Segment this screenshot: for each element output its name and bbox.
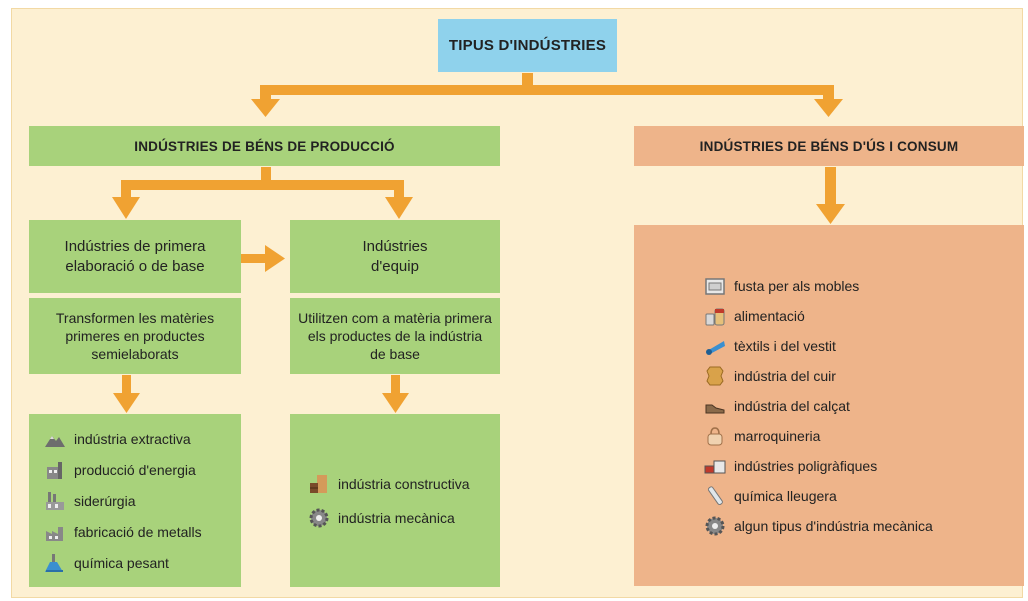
list-item-label: fabricació de metalls [74,523,202,540]
list-item: química lleugera [704,485,1024,507]
shoe-icon [704,395,726,417]
list-item: fusta per als mobles [704,275,1024,297]
equipment-desc-line1: Utilitzen com a matèria primera [298,310,492,326]
list-item: indústria constructiva [308,473,500,495]
list-item-label: producció d'energia [74,461,196,478]
base-industries-box: Indústries de primera elaboració o de ba… [29,220,241,293]
factory-icon [44,521,66,543]
list-item-label: indústria del cuir [734,367,836,384]
test-tube-icon [704,485,726,507]
equipment-desc-line3: de base [370,346,420,362]
base-description-box: Transformen les matèries primeres en pro… [29,298,241,374]
base-industries-list: indústria extractiva producció d'energia… [29,414,241,587]
arrow-equip-head [385,197,413,219]
equipment-industries-box: Indústries d'equip [290,220,500,293]
list-item: indústria mecànica [308,507,500,529]
list-item: indústries poligràfiques [704,455,1024,477]
list-item-label: química pesant [74,554,169,571]
equipment-desc-line2: els productes de la indústria [307,328,483,344]
drawer-icon [704,275,726,297]
arrow-base-list-head [113,393,140,413]
power-plant-icon [44,459,66,481]
arrow-left-stem [260,85,271,100]
base-title-line1: Indústries de primera [64,237,206,255]
list-item: química pesant [44,552,241,574]
arrow-left-head [251,99,280,117]
jars-icon [704,305,726,327]
list-item: siderúrgia [44,490,241,512]
arrow-prod-bar [121,180,404,190]
list-item-label: alimentació [734,307,805,324]
arrow-equip-stem [394,180,404,198]
arrow-equip-list-head [382,393,409,413]
list-item: alimentació [704,305,1024,327]
list-item: marroquineria [704,425,1024,447]
arrow-right-stem [823,85,834,100]
steel-mill-icon [44,490,66,512]
list-item: algun tipus d'indústria mecànica [704,515,1024,537]
arrow-right-head [814,99,843,117]
books-icon [704,455,726,477]
list-item-label: algun tipus d'indústria mecànica [734,517,933,534]
list-item-label: indústria extractiva [74,430,191,447]
base-desc-line2: primeres en productes [65,328,205,344]
bricks-icon [308,473,330,495]
equipment-description-box: Utilitzen com a matèria primera els prod… [290,298,500,374]
equipment-title-line1: Indústries [362,237,428,255]
list-item-label: química lleugera [734,487,837,504]
list-item: fabricació de metalls [44,521,241,543]
list-item-label: tèxtils i del vestit [734,337,836,354]
arrow-equip-list-stem [391,375,400,395]
root-title: TIPUS D'INDÚSTRIES [448,37,607,54]
mountain-icon [44,428,66,450]
arrow-consumer-head [816,204,845,224]
gear-icon [704,515,726,537]
arrow-root-stem [522,73,533,94]
list-item-label: fusta per als mobles [734,277,860,294]
arrow-root-bar [260,85,834,95]
arrow-base-to-equip-head [265,245,285,272]
equipment-title-line2: d'equip [371,257,419,275]
list-item-label: siderúrgia [74,492,136,509]
base-desc-line1: Transformen les matèries [55,310,215,326]
gear-icon [308,507,330,529]
arrow-base-list-stem [122,375,131,395]
list-item-label: indústria constructiva [338,475,470,492]
list-item: indústria del calçat [704,395,1024,417]
chemical-plant-icon [44,552,66,574]
arrow-consumer-stem [825,167,836,205]
base-title-line2: elaboració o de base [65,257,205,275]
list-item: producció d'energia [44,459,241,481]
list-item-label: indústria mecànica [338,509,455,526]
equipment-industries-list: indústria constructiva indústria mecànic… [290,414,500,587]
consumer-title: INDÚSTRIES DE BÉNS D'ÚS I CONSUM [699,138,959,154]
list-item: tèxtils i del vestit [704,335,1024,357]
handbag-icon [704,425,726,447]
arrow-prod-stem [261,167,271,185]
production-box: INDÚSTRIES DE BÉNS DE PRODUCCIÓ [29,126,500,166]
list-item-label: indústria del calçat [734,397,850,414]
arrow-base-stem [121,180,131,198]
production-title: INDÚSTRIES DE BÉNS DE PRODUCCIÓ [134,138,395,154]
arrow-base-head [112,197,140,219]
list-item-label: indústries poligràfiques [734,457,878,474]
list-item: indústria extractiva [44,428,241,450]
list-item-label: marroquineria [734,427,821,444]
root-box: TIPUS D'INDÚSTRIES [438,19,617,72]
leather-hide-icon [704,365,726,387]
consumer-box: INDÚSTRIES DE BÉNS D'ÚS I CONSUM [634,126,1024,166]
arrow-base-to-equip-shaft [240,254,266,263]
list-item: indústria del cuir [704,365,1024,387]
consumer-industries-list: fusta per als mobles alimentació tèxtils… [634,225,1024,586]
fabric-roll-icon [704,335,726,357]
base-desc-line3: semielaborats [91,346,179,362]
